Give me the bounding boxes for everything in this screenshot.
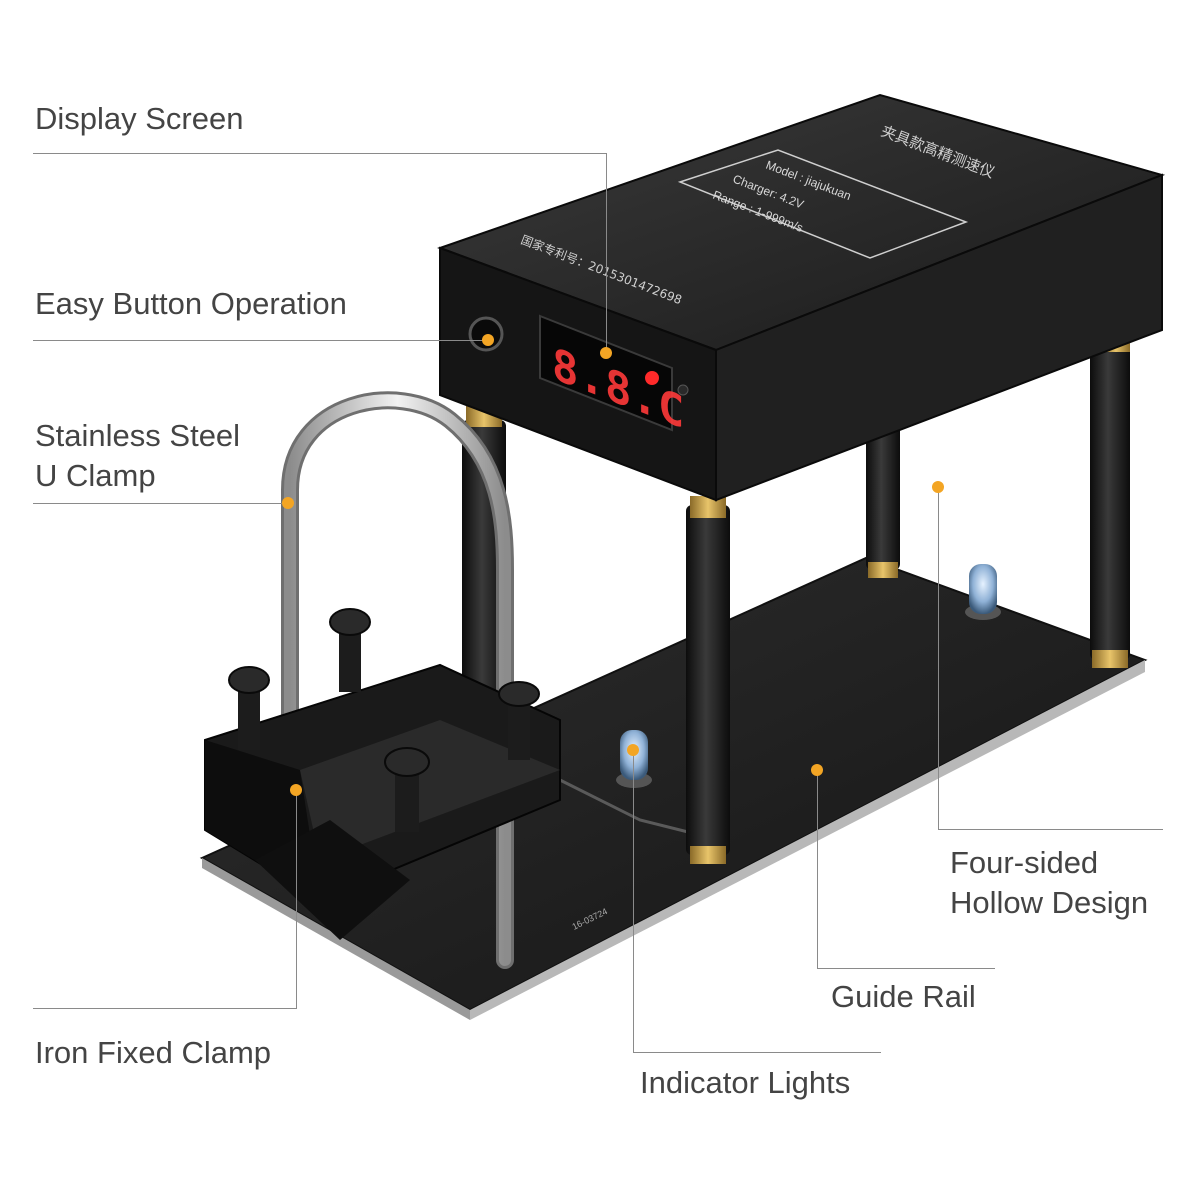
callout-dot-button: [482, 334, 494, 346]
label-iron-clamp: Iron Fixed Clamp: [35, 1035, 272, 1070]
callout-line-iron-drop: [296, 790, 297, 1008]
callout-line-lights: [633, 1052, 881, 1053]
callout-line-display-drop: [606, 153, 607, 353]
callout-line-uclamp: [33, 503, 288, 504]
callout-line-button: [33, 340, 488, 341]
callout-dot-lights: [627, 744, 639, 756]
callout-dot-guide: [811, 764, 823, 776]
base-plate: 16-03724: [199, 556, 1148, 1020]
callout-line-iron: [33, 1008, 297, 1009]
callout-dot-uclamp: [282, 497, 294, 509]
display-unit: 夹具款高精测速仪 Model : jiajukuan Charger: 4.2V…: [437, 93, 1166, 502]
label-u-clamp: Stainless Steel U Clamp: [35, 418, 241, 493]
callout-line-guide: [817, 968, 995, 969]
callout-line-fourside-drop: [938, 487, 939, 829]
callout-dot-iron: [290, 784, 302, 796]
u-clamp: [281, 391, 514, 969]
legs: [462, 334, 1130, 864]
label-display-screen: Display Screen: [35, 101, 244, 136]
callout-line-fourside: [938, 829, 1163, 830]
callout-line-display: [33, 153, 607, 154]
callout-line-guide-drop: [817, 770, 818, 968]
label-indicator-lights: Indicator Lights: [640, 1065, 851, 1100]
label-guide-rail: Guide Rail: [831, 979, 976, 1014]
callout-dot-fourside: [932, 481, 944, 493]
callout-line-lights-drop: [633, 750, 634, 1052]
iron-clamp: [204, 608, 561, 940]
callout-dot-display: [600, 347, 612, 359]
label-four-sided: Four-sided Hollow Design: [950, 845, 1149, 920]
label-easy-button: Easy Button Operation: [35, 286, 347, 321]
